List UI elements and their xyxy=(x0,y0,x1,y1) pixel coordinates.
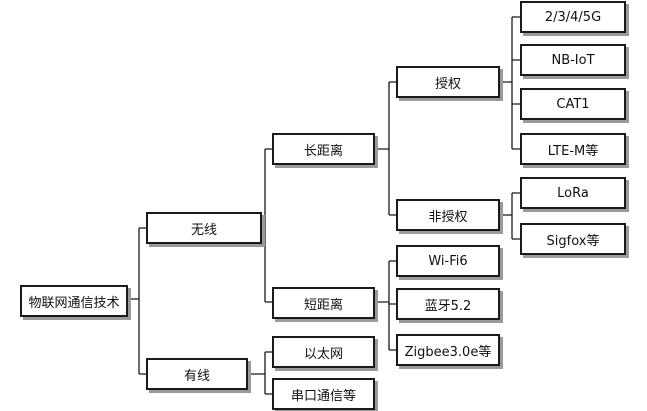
node-short-range-label: 短距离 xyxy=(303,297,343,313)
node-licensed-label: 授权 xyxy=(434,76,461,92)
node-licensed: 授权 xyxy=(396,66,500,98)
node-lora-label: LoRa xyxy=(557,185,589,201)
node-ltem: LTE-M等 xyxy=(520,133,626,165)
node-wireless-label: 无线 xyxy=(190,222,217,238)
node-serial: 串口通信等 xyxy=(272,378,375,410)
node-wifi6-label: Wi-Fi6 xyxy=(428,253,468,269)
node-ethernet: 以太网 xyxy=(272,336,375,368)
node-serial-label: 串口通信等 xyxy=(290,388,356,404)
node-cat1-label: CAT1 xyxy=(556,96,590,112)
node-nbiot: NB-IoT xyxy=(520,44,626,76)
node-root-label: 物联网通信技术 xyxy=(28,295,120,311)
connector-root xyxy=(128,227,146,375)
node-short-range: 短距离 xyxy=(272,287,375,319)
connector-long-range xyxy=(375,81,396,216)
node-unlicensed-label: 非授权 xyxy=(428,209,468,225)
node-nbiot-label: NB-IoT xyxy=(551,52,595,68)
node-zigbee: Zigbee3.0e等 xyxy=(396,334,500,366)
node-wired-label: 有线 xyxy=(183,368,210,384)
connector-wired xyxy=(248,351,272,395)
node-cellular: 2/3/4/5G xyxy=(520,1,626,33)
node-cellular-label: 2/3/4/5G xyxy=(544,9,602,25)
node-ltem-label: LTE-M等 xyxy=(547,143,599,159)
node-long-range-label: 长距离 xyxy=(303,143,343,159)
node-sigfox: Sigfox等 xyxy=(520,223,626,255)
node-root: 物联网通信技术 xyxy=(20,285,128,317)
node-wired: 有线 xyxy=(146,358,248,390)
node-cat1: CAT1 xyxy=(520,88,626,120)
node-bluetooth-label: 蓝牙5.2 xyxy=(424,298,472,314)
connector-short-range xyxy=(375,260,396,351)
node-wifi6: Wi-Fi6 xyxy=(396,245,500,277)
node-wireless: 无线 xyxy=(146,212,262,244)
node-lora: LoRa xyxy=(520,177,626,209)
node-sigfox-label: Sigfox等 xyxy=(546,233,600,249)
node-zigbee-label: Zigbee3.0e等 xyxy=(404,344,492,360)
connector-licensed xyxy=(500,16,520,150)
node-unlicensed: 非授权 xyxy=(396,199,500,231)
node-long-range: 长距离 xyxy=(272,133,375,165)
connector-unlicensed xyxy=(500,192,520,240)
node-bluetooth: 蓝牙5.2 xyxy=(396,288,500,320)
node-ethernet-label: 以太网 xyxy=(303,346,343,362)
connector-wireless xyxy=(262,148,272,303)
